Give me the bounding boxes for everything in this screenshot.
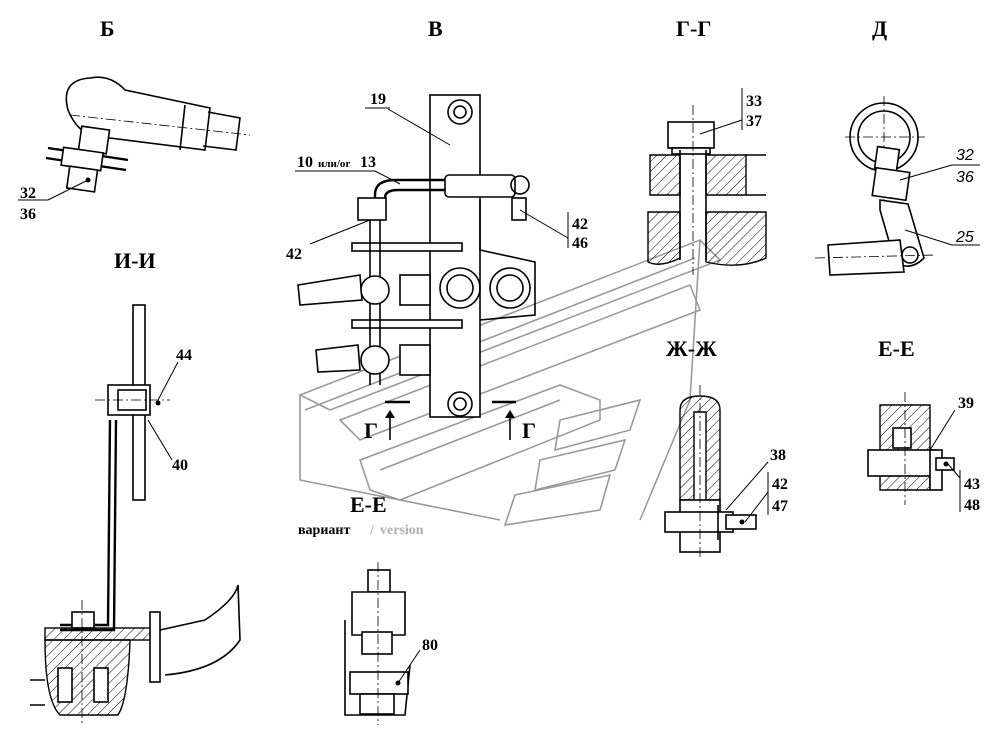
view-v-label-13: 13 <box>360 154 376 171</box>
view-ii-label-40: 40 <box>172 457 188 474</box>
view-v-label-19: 19 <box>370 91 386 108</box>
view-b: Б 32 36 <box>18 16 251 223</box>
view-zhzh-label-42: 42 <box>772 476 788 493</box>
view-v-label-10: 10 <box>297 154 313 171</box>
view-v-label-42: 42 <box>286 246 302 263</box>
view-gg-title: Г-Г <box>676 16 711 41</box>
view-d-title: Д <box>872 16 887 41</box>
view-zhzh-label-38: 38 <box>770 447 786 464</box>
view-ee-variant-caption-ru: вариант <box>298 523 350 538</box>
view-v-label-42b: 42 <box>572 216 588 233</box>
view-b-title: Б <box>100 16 115 41</box>
view-ee-title: Е-Е <box>878 336 915 361</box>
view-v-label-or: или/or <box>318 158 350 170</box>
view-gg-label-33: 33 <box>746 93 762 110</box>
view-ee-label-39: 39 <box>958 395 974 412</box>
view-zhzh: Ж-Ж 38 42 47 <box>664 336 788 560</box>
view-ee-label-43: 43 <box>964 476 980 493</box>
view-d: Д 32 36 25 <box>814 16 980 276</box>
view-zhzh-label-47: 47 <box>772 498 788 515</box>
view-b-label-36: 36 <box>20 206 36 223</box>
view-ee-variant: Е-Е вариант / version 80 <box>298 492 438 725</box>
view-zhzh-title: Ж-Ж <box>666 336 717 361</box>
view-ee: Е-Е 39 43 48 <box>867 336 980 514</box>
view-ee-label-48: 48 <box>964 497 980 514</box>
view-ee-variant-title: Е-Е <box>350 492 387 517</box>
view-v-section-right: Г <box>522 418 536 443</box>
view-v-section-left: Г <box>364 418 378 443</box>
view-d-label-32: 32 <box>956 147 974 164</box>
view-ii-title: И-И <box>114 248 156 273</box>
view-ee-variant-caption-sep: / <box>369 523 375 538</box>
view-gg-label-37: 37 <box>746 113 762 130</box>
view-ee-variant-caption-en: version <box>380 523 424 538</box>
view-v-label-46: 46 <box>572 235 588 252</box>
view-v: В 19 10 или/or 13 <box>286 16 588 443</box>
view-gg: Г-Г 33 37 <box>647 16 767 275</box>
view-ee-variant-label-80: 80 <box>422 637 438 654</box>
view-v-title: В <box>428 16 443 41</box>
view-b-label-32: 32 <box>20 185 36 202</box>
view-ii: И-И 44 40 <box>30 248 241 725</box>
view-ii-label-44: 44 <box>176 347 192 364</box>
view-d-label-25: 25 <box>955 229 974 246</box>
view-d-label-36: 36 <box>956 169 974 186</box>
